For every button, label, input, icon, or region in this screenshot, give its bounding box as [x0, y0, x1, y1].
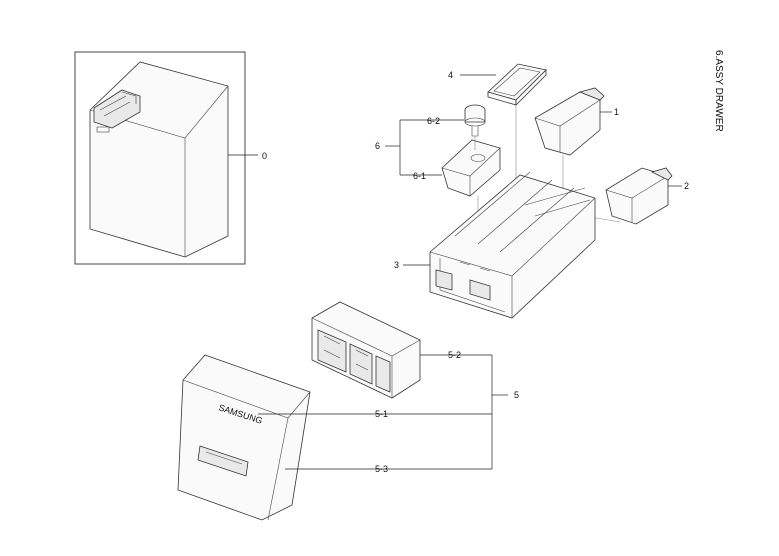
callout-0: 0 [262, 151, 267, 161]
part-0-washer-overview [74, 51, 246, 265]
part-6-1-cup [441, 136, 501, 197]
diagram-title: 6.ASSY DRAWER [713, 50, 724, 132]
part-5-1-front-panel: SAMSUNG [177, 354, 311, 521]
callout-6: 6 [375, 141, 380, 151]
callout-2: 2 [684, 181, 689, 191]
callout-6-1: 6-1 [413, 171, 426, 181]
part-5-2-panel-frame [311, 301, 421, 399]
callout-3: 3 [394, 260, 399, 270]
callout-5: 5 [514, 390, 519, 400]
callout-5-3: 5-3 [375, 464, 388, 474]
part-2-softener-cup [605, 167, 673, 225]
overview-frame [74, 51, 246, 265]
callout-5-2: 5-2 [448, 350, 461, 360]
callout-6-2: 6-2 [427, 116, 440, 126]
part-6-2-cap [464, 104, 486, 137]
callout-5-1: 5-1 [375, 409, 388, 419]
callout-4: 4 [448, 70, 453, 80]
callout-1: 1 [614, 107, 619, 117]
part-1-detergent-cup [534, 87, 605, 156]
part-4-cover [487, 63, 547, 106]
part-3-drawer-housing [429, 171, 596, 319]
